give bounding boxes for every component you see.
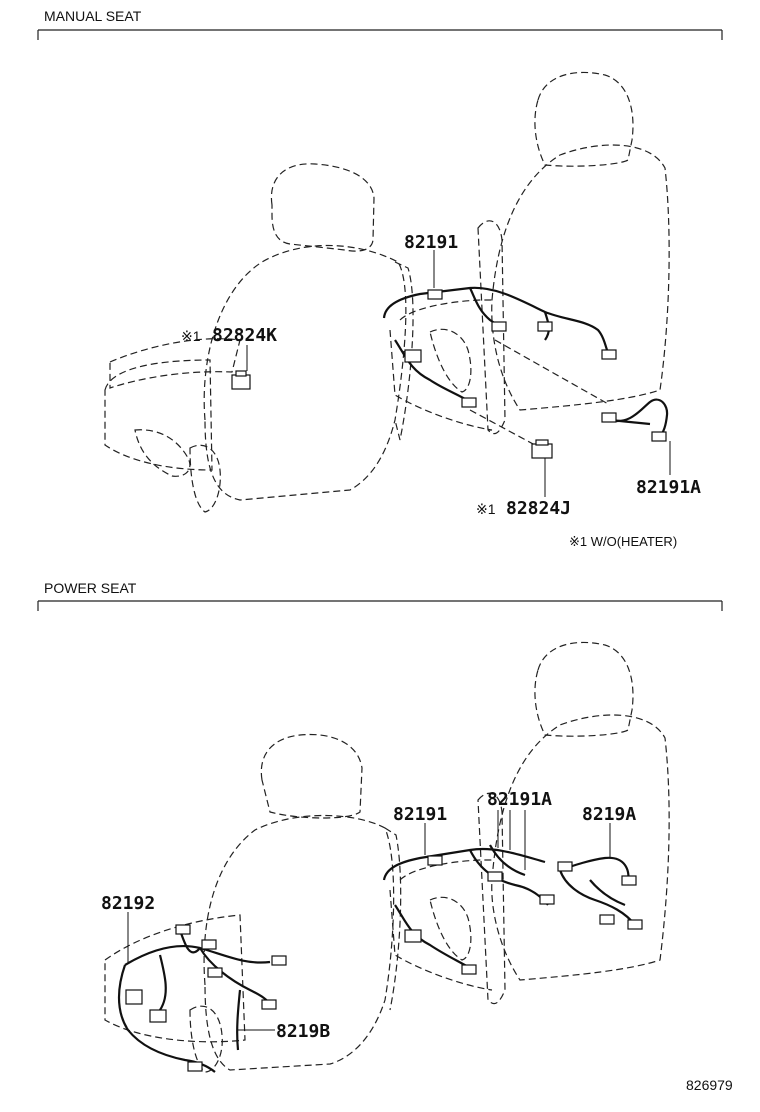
power-harness-82192 <box>117 912 287 1073</box>
power-left-seat-outline <box>104 733 402 1073</box>
power-harness-8219b <box>236 989 275 1051</box>
manual-part-82824j: 82824J <box>506 498 571 519</box>
power-seat-title: POWER SEAT <box>44 580 137 596</box>
power-part-8219a: 8219A <box>582 804 636 825</box>
manual-part-82191a: 82191A <box>636 477 701 498</box>
power-harness-8219a <box>557 823 643 930</box>
manual-left-seat-outline <box>104 163 414 513</box>
power-part-82191: 82191 <box>393 804 447 825</box>
manual-seat-title: MANUAL SEAT <box>44 8 142 24</box>
manual-connector-82824j <box>469 409 553 497</box>
power-right-seat-outline <box>389 641 670 1005</box>
manual-right-seat-outline <box>389 71 670 435</box>
power-part-82192: 82192 <box>101 893 155 914</box>
power-part-8219b: 8219B <box>276 1021 330 1042</box>
power-harness-82191 <box>382 823 546 975</box>
manual-harness-82191 <box>382 250 617 408</box>
manual-82824k-mark: ※1 <box>181 328 201 344</box>
power-section-frame <box>37 600 723 611</box>
manual-left-connector-82824k <box>231 345 251 390</box>
manual-harness-82191a <box>494 339 671 475</box>
manual-82824j-mark: ※1 <box>476 501 496 517</box>
heater-footnote: ※1 W/O(HEATER) <box>569 534 677 549</box>
manual-part-82824k: 82824K <box>212 325 277 346</box>
manual-part-82191: 82191 <box>404 232 458 253</box>
power-part-82191a: 82191A <box>487 789 552 810</box>
figure-id: 826979 <box>686 1077 733 1093</box>
manual-section-frame <box>37 29 723 40</box>
power-harness-82191a <box>469 810 555 906</box>
